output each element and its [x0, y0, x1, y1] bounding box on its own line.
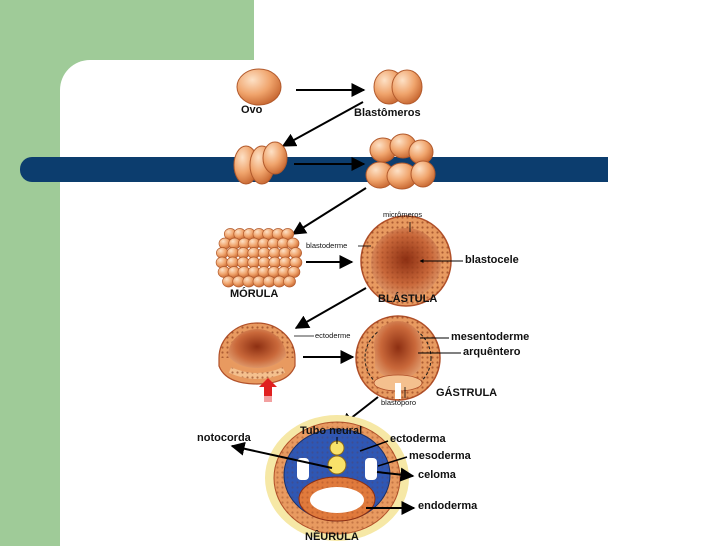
- label-morula: MÓRULA: [230, 288, 279, 300]
- gastrula: [355, 315, 441, 401]
- label-endoderma: endoderma: [418, 500, 478, 512]
- label-notocorda: notocorda: [197, 432, 251, 444]
- label-arquentero: arquêntero: [463, 346, 521, 358]
- label-celoma: celoma: [418, 469, 456, 481]
- title-bar: [20, 157, 608, 182]
- eight-cell-embryo: [365, 133, 436, 190]
- label-blastoporo: blastóporo: [381, 398, 417, 407]
- two-cell-embryo: [373, 69, 423, 105]
- four-cell-embryo: [233, 141, 288, 185]
- label-tubo-neural: Tubo neural: [300, 425, 363, 437]
- red-invagination-arrow: [259, 378, 277, 402]
- label-ectoderme: ectoderme: [315, 331, 351, 340]
- mesoderma-pointer: [377, 456, 408, 467]
- label-neurula: NÊURULA: [305, 531, 359, 543]
- label-blastomeros: Blastômeros: [354, 107, 421, 119]
- morula-cell: [283, 275, 296, 288]
- morula-cell: [215, 256, 229, 269]
- ectoderma-pointer: [359, 440, 389, 452]
- blastula: [360, 215, 452, 307]
- label-mesoderma: mesoderma: [409, 450, 471, 462]
- morula: [215, 228, 303, 288]
- label-blastocele: blastocele: [465, 254, 519, 266]
- label-blastoderme: blastoderme: [306, 241, 348, 250]
- celoma-pointer: [376, 467, 415, 482]
- egg-cell: [236, 68, 282, 106]
- morula-cell: [289, 256, 303, 269]
- label-gastrula: GÁSTRULA: [436, 387, 498, 399]
- label-ectoderma: ectoderma: [390, 433, 446, 445]
- label-ovo: Ovo: [241, 104, 263, 116]
- label-micromeros: micrômeros: [383, 210, 423, 219]
- early-gastrula: [218, 322, 296, 385]
- notocorda-pointer: [230, 441, 333, 469]
- arrow-to-morula: [291, 187, 367, 235]
- arrow-to-four-cell: [281, 101, 364, 147]
- arrow-to-gastrula: [294, 287, 367, 329]
- label-blastula: BLÁSTULA: [378, 293, 438, 305]
- label-mesentoderme: mesentoderme: [451, 331, 530, 343]
